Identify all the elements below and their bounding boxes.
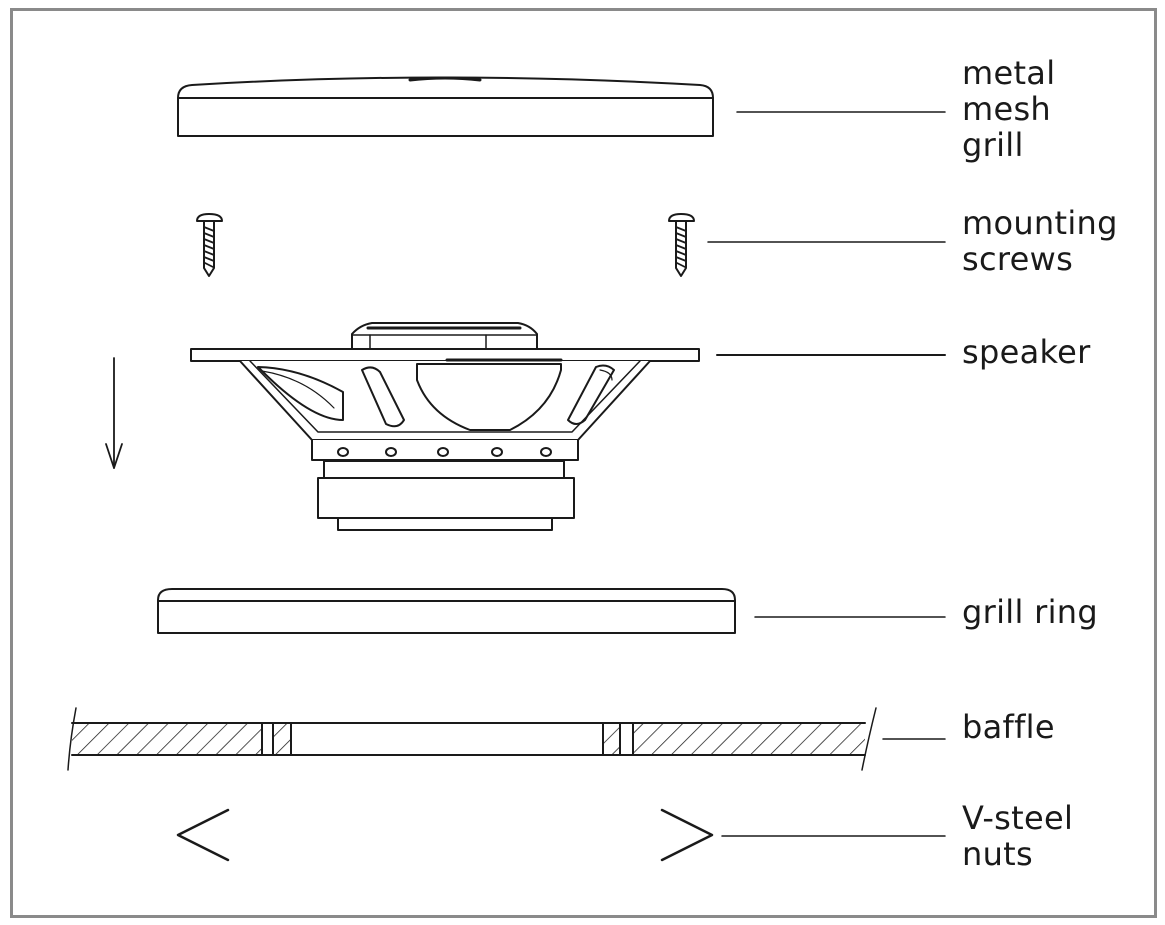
label-line: screws bbox=[962, 240, 1074, 278]
grill-ring-part bbox=[157, 588, 736, 634]
label-v-steel-nuts: V-steel nuts bbox=[962, 800, 1073, 872]
label-baffle: baffle bbox=[962, 709, 1055, 745]
label-line: grill ring bbox=[962, 593, 1098, 631]
label-speaker: speaker bbox=[962, 334, 1091, 370]
diagram-frame bbox=[10, 8, 1157, 918]
label-line: mounting bbox=[962, 204, 1118, 242]
label-mounting-screws: mounting screws bbox=[962, 205, 1118, 277]
metal-mesh-grill-part bbox=[177, 76, 714, 137]
mounting-screw-left bbox=[196, 213, 223, 277]
label-grill-ring: grill ring bbox=[962, 594, 1098, 630]
v-steel-nut-left bbox=[176, 808, 230, 862]
label-line: speaker bbox=[962, 333, 1091, 371]
label-line: grill bbox=[962, 126, 1024, 164]
v-steel-nut-right bbox=[660, 808, 714, 862]
mounting-screw-right bbox=[668, 213, 695, 277]
label-line: baffle bbox=[962, 708, 1055, 746]
downward-arrow-icon bbox=[105, 357, 123, 469]
baffle-part bbox=[67, 707, 877, 771]
label-line: nuts bbox=[962, 835, 1033, 873]
speaker-part bbox=[190, 322, 700, 531]
label-line: V-steel bbox=[962, 799, 1074, 837]
label-line: metal bbox=[962, 54, 1056, 92]
label-line: mesh bbox=[962, 90, 1052, 128]
label-metal-mesh-grill: metal mesh grill bbox=[962, 55, 1055, 163]
